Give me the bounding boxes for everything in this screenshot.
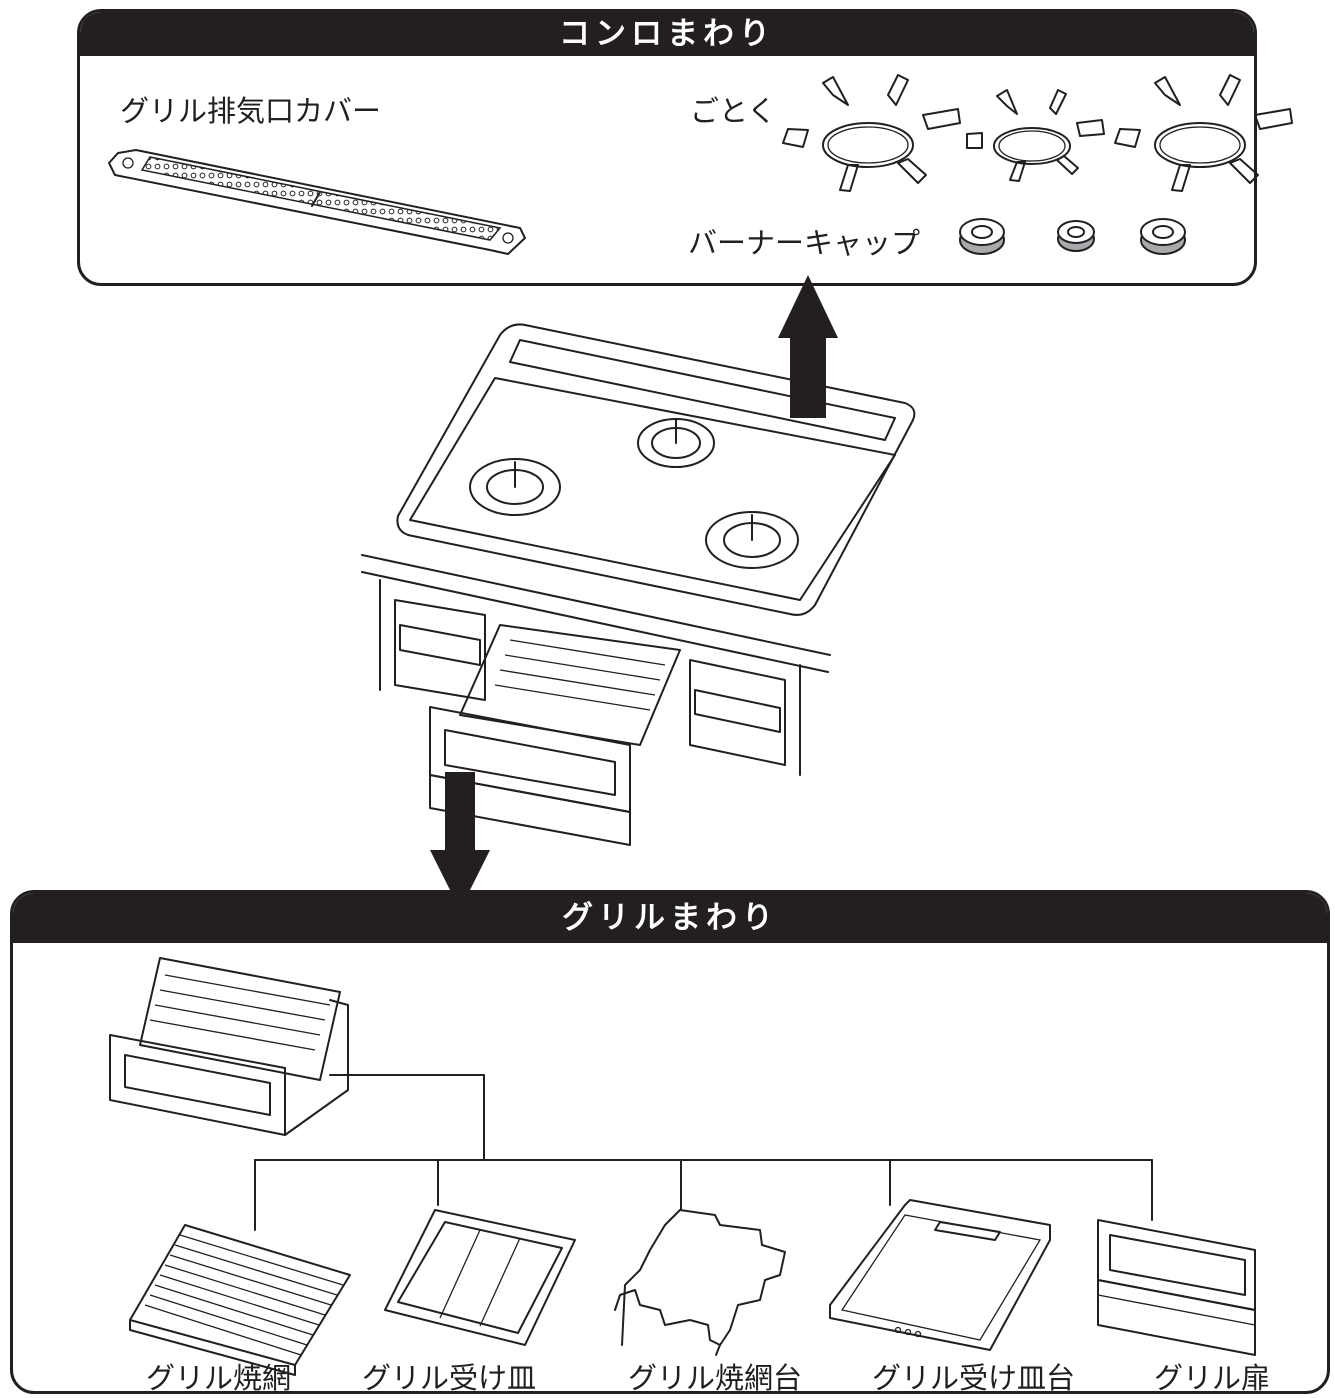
trivet-icon-1: [782, 74, 961, 192]
trivet-icon-3: [1114, 74, 1293, 192]
burner-cap-icon-2: [1057, 220, 1095, 252]
grill-parts-panel: グリルまわり: [10, 890, 1330, 1394]
countertop-lines: [361, 554, 831, 776]
trivet-label: ごとく: [690, 94, 777, 128]
burner-cap-icon-3: [1140, 218, 1186, 255]
grill-drawer-icon: [429, 624, 681, 846]
grill-drip-pan-stand-label: グリル受け皿台: [872, 1361, 1076, 1395]
burner-cap-icon-1: [959, 218, 1005, 255]
arrow-down-icon: [430, 772, 490, 910]
stove-front-panel: [394, 599, 786, 766]
grill-drip-pan-label: グリル受け皿: [362, 1361, 537, 1395]
grill-door-label: グリル扉: [1154, 1361, 1271, 1395]
parts-tree-connectors: [254, 1074, 1153, 1231]
grill-door-icon: [1097, 1219, 1256, 1356]
grill-grate-icon: [129, 1224, 351, 1376]
grill-grate-stand-label: グリル焼網台: [628, 1361, 803, 1395]
trivet-icon-2: [966, 89, 1105, 182]
grill-grate-label: グリル焼網: [146, 1361, 292, 1395]
arrow-up-icon: [778, 275, 838, 418]
grill-drip-pan-stand-icon: [829, 1199, 1051, 1351]
stove-top-parts-title: コンロまわり: [80, 12, 1254, 56]
grill-exhaust-cover-label: グリル排気口カバー: [120, 94, 382, 128]
stove-top-icon: [396, 323, 916, 616]
stove-top-parts-panel: コンロまわり: [77, 9, 1257, 286]
burner-cap-label: バーナーキャップ: [688, 226, 921, 260]
grill-drip-pan-icon: [384, 1209, 576, 1346]
grill-exhaust-cover-icon: [108, 149, 526, 255]
grill-assembly-icon: [109, 957, 349, 1136]
grill-parts-title: グリルまわり: [13, 893, 1327, 943]
grill-grate-stand-icon: [614, 1209, 786, 1356]
